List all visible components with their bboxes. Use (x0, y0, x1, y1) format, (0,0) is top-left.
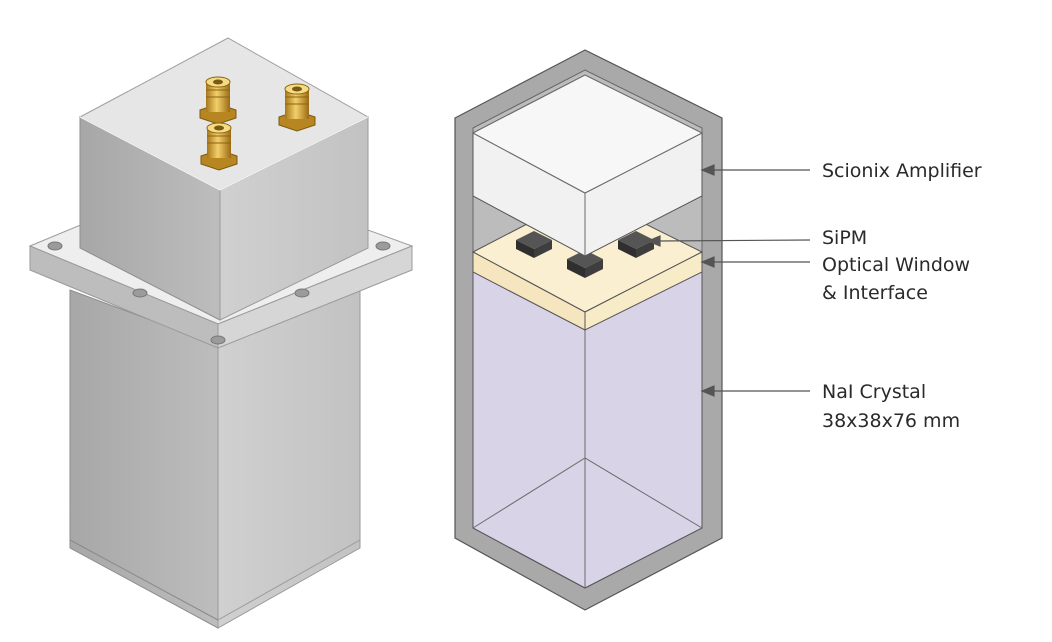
label-nai-crystal-line1: NaI Crystal (822, 381, 926, 403)
sipm-chip-icon (618, 231, 654, 258)
label-optical-window-line1: Optical Window (822, 254, 970, 276)
detector-cutaway (454, 49, 723, 611)
label-scionix-amplifier: Scionix Amplifier (822, 160, 982, 182)
sma-connector-icon (278, 83, 316, 132)
label-nai-crystal-line2: 38x38x76 mm (822, 410, 960, 432)
label-sipm: SiPM (822, 227, 867, 249)
housing-lower-right-face (217, 289, 361, 629)
housing-lower-front-face (69, 289, 219, 629)
callout-labels: Scionix Amplifier SiPM Optical Window & … (822, 160, 982, 432)
callout-leaders (646, 164, 811, 397)
label-optical-window-line2: & Interface (822, 282, 928, 304)
sma-connector-icon (200, 122, 238, 171)
sma-connector-icon (199, 76, 237, 125)
sipm-chip-icon (567, 250, 603, 278)
sipm-chip-icon (516, 231, 552, 258)
bolt-hole-icon (47, 241, 391, 345)
detector-housing-exterior (28, 37, 414, 629)
